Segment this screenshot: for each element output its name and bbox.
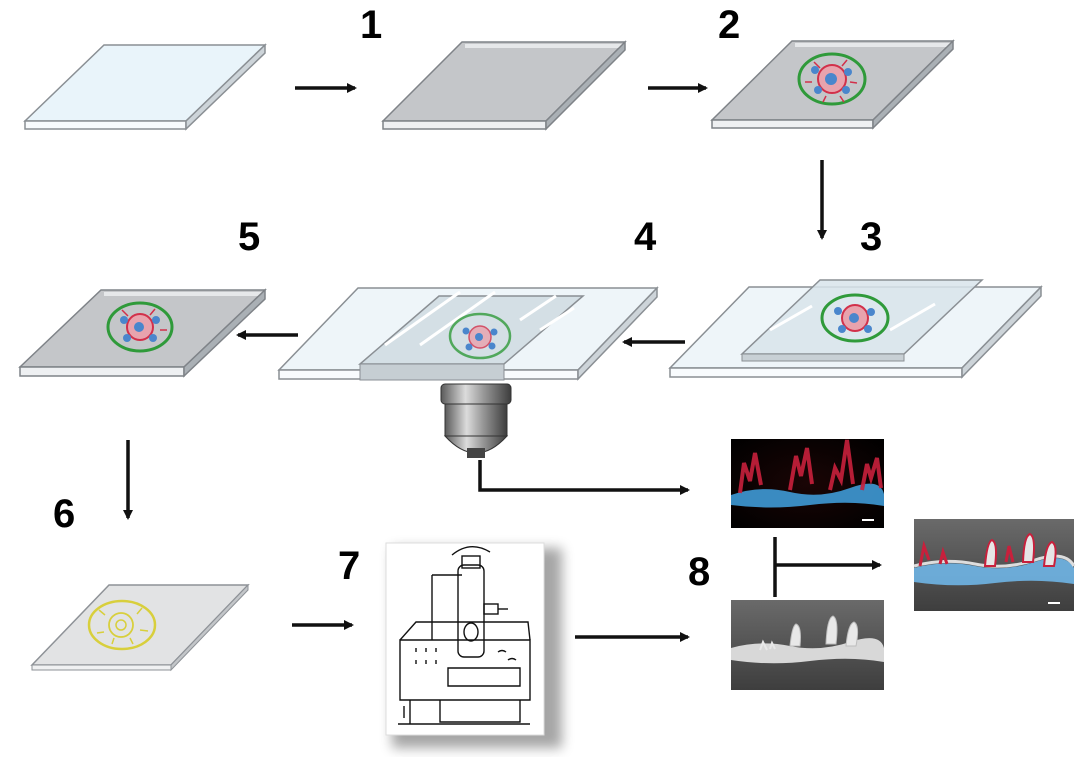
step-label-6: 6 <box>53 492 75 536</box>
cell-sample <box>797 52 867 106</box>
fluorescence-imaging-stage <box>277 286 659 381</box>
step-label-5: 5 <box>238 215 260 259</box>
coverslip-processed <box>30 583 250 672</box>
step-label-4: 4 <box>634 215 657 259</box>
microscope-objective-icon <box>440 383 512 458</box>
step-label-2: 2 <box>718 3 740 47</box>
step-label-1: 1 <box>360 3 382 47</box>
step-label-3: 3 <box>860 215 882 259</box>
arrow-objective-to-fluorescence <box>478 460 690 495</box>
step-label-8: 8 <box>688 550 710 594</box>
electron-microscope-icon <box>385 542 562 748</box>
coverslip-coated <box>381 40 627 131</box>
sem-image <box>731 600 884 690</box>
coverslip-after-imaging <box>18 288 267 378</box>
coverslip-clean <box>23 43 267 131</box>
fluorescence-image <box>731 439 884 528</box>
correlative-overlay-image <box>913 519 1076 611</box>
coverslip-with-cell <box>710 39 955 130</box>
step-label-7: 7 <box>338 544 360 588</box>
sandwich-assembly <box>668 279 1043 379</box>
arrows <box>123 83 882 642</box>
